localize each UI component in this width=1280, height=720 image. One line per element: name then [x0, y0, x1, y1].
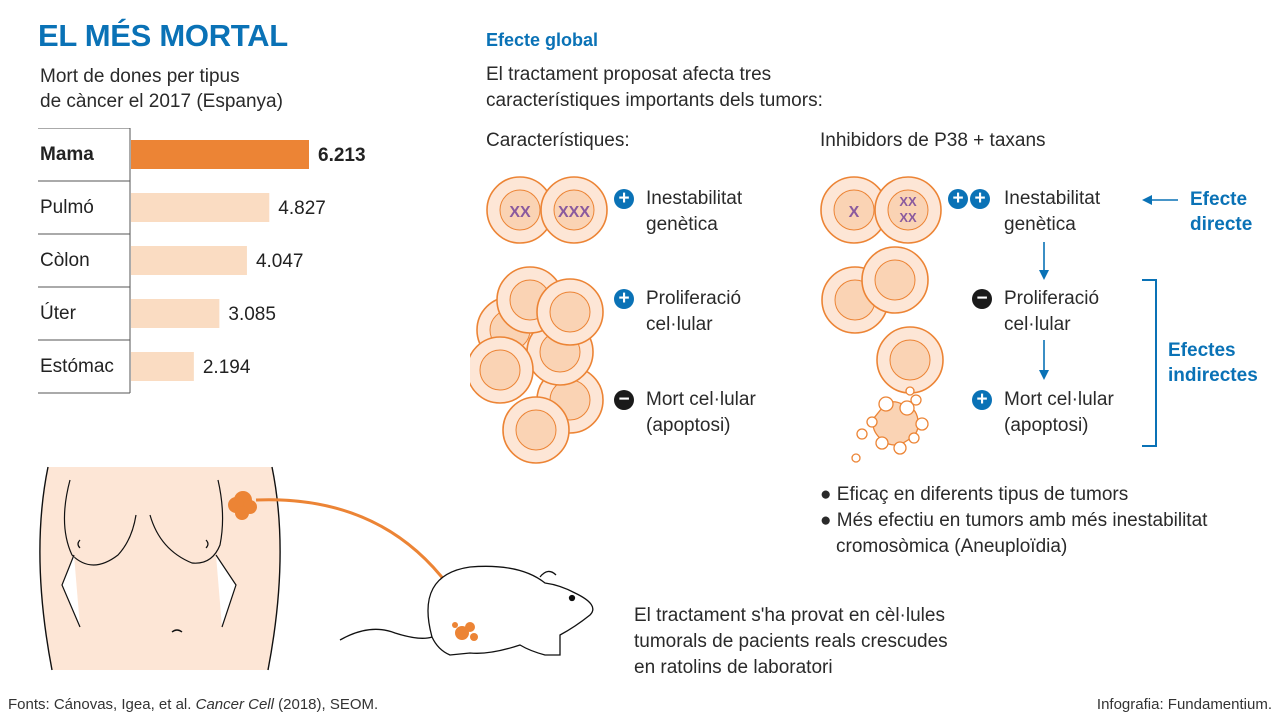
- left-dividing-cells-icon: XX XXX: [486, 176, 608, 244]
- bar: [131, 193, 270, 222]
- global-intro: El tractament proposat afecta tres carac…: [486, 62, 823, 114]
- patient-to-mouse-illustration: [39, 466, 594, 671]
- chromosomes-a: XX: [509, 204, 531, 221]
- sources: Fonts: Cánovas, Igea, et al. Cancer Cell…: [8, 696, 379, 713]
- female-torso-icon: [39, 466, 281, 671]
- svg-text:XX: XX: [899, 210, 917, 225]
- bar-value-label: 4.827: [278, 198, 326, 219]
- right-column-heading: Inhibidors de P38 + taxans: [820, 130, 1046, 151]
- right-item-genetic-instability: + + Inestabilitat genètica: [948, 186, 1100, 238]
- flow-arrows: [1039, 195, 1178, 447]
- chromosomes-c: X: [849, 204, 860, 221]
- reduced-cells-icon: [821, 246, 944, 394]
- bullet-item: ● Més efectiu en tumors amb més inestabi…: [820, 510, 1208, 531]
- bar-value-label: 6.213: [318, 145, 366, 166]
- plus-icon: +: [614, 289, 634, 309]
- bar-value-label: 3.085: [228, 304, 276, 325]
- cell-illustrations: XX XXX X XX XX: [470, 176, 1178, 464]
- plus-icon: +: [970, 189, 990, 209]
- bar-category-label: Úter: [40, 302, 77, 324]
- arrow-down-icon: [1039, 370, 1049, 380]
- transfer-arrow: [255, 498, 450, 586]
- chart-subtitle: Mort de dones per tipus de càncer el 201…: [40, 64, 360, 114]
- bar: [131, 246, 247, 275]
- page-title: EL MÉS MORTAL: [38, 18, 288, 53]
- bar: [131, 352, 194, 381]
- proliferating-cells-icon: [470, 266, 604, 464]
- global-heading: Efecte global: [486, 30, 599, 50]
- credit: Infografia: Fundamentium.: [1096, 696, 1272, 713]
- bar: [131, 140, 309, 169]
- bar-category-label: Còlon: [40, 250, 90, 271]
- bar-category-label: Mama: [40, 144, 94, 165]
- mouse-tumor-icon: [452, 622, 478, 641]
- minus-icon: −: [972, 289, 992, 309]
- arrow-down-icon: [1039, 270, 1049, 280]
- bar-category-label: Estómac: [40, 356, 114, 377]
- plus-icon: +: [614, 189, 634, 209]
- svg-text:XX: XX: [899, 194, 917, 209]
- direct-effect-label: Efecte directe: [1190, 189, 1253, 235]
- bar-value-label: 2.194: [203, 357, 251, 378]
- bar-category-label: Pulmó: [40, 197, 94, 218]
- right-item-apoptosis: + Mort cel·lular (apoptosi): [972, 387, 1114, 439]
- global-intro-line-1: El tractament proposat afecta tres: [486, 64, 772, 85]
- bar: [131, 299, 220, 328]
- plus-icon: +: [948, 189, 968, 209]
- global-intro-line-2: característiques importants dels tumors:: [486, 90, 823, 111]
- plus-icon: +: [972, 390, 992, 410]
- left-item-genetic-instability: + Inestabilitat genètica: [614, 186, 742, 238]
- left-item-proliferation: + Proliferació cel·lular: [614, 286, 741, 338]
- chromosomes-b: XXX: [558, 204, 590, 221]
- subtitle-line-2: de càncer el 2017 (Espanya): [40, 91, 283, 112]
- minus-icon: −: [614, 390, 634, 410]
- right-item-proliferation: − Proliferació cel·lular: [972, 286, 1099, 338]
- subtitle-line-1: Mort de dones per tipus: [40, 66, 240, 87]
- tumor-icon: [228, 491, 257, 520]
- bullet-list: ● Eficaç en diferents tipus de tumors ● …: [820, 484, 1208, 557]
- bar-value-label: 4.047: [256, 251, 304, 272]
- mouse-caption: El tractament s'ha provat en cèl·lules t…: [634, 605, 948, 678]
- left-item-apoptosis: − Mort cel·lular (apoptosi): [614, 387, 756, 439]
- left-column-heading: Característiques:: [486, 130, 630, 151]
- bracket-icon: [1142, 279, 1157, 447]
- mouse-icon: [339, 565, 594, 656]
- indirect-effects-label: Efectes indirectes: [1168, 340, 1258, 386]
- right-dividing-cells-icon: X XX XX: [820, 176, 942, 244]
- arrow-left-icon: [1142, 195, 1152, 205]
- bullet-item: ● Eficaç en diferents tipus de tumors: [820, 484, 1129, 505]
- apoptotic-cell-icon: [851, 386, 929, 463]
